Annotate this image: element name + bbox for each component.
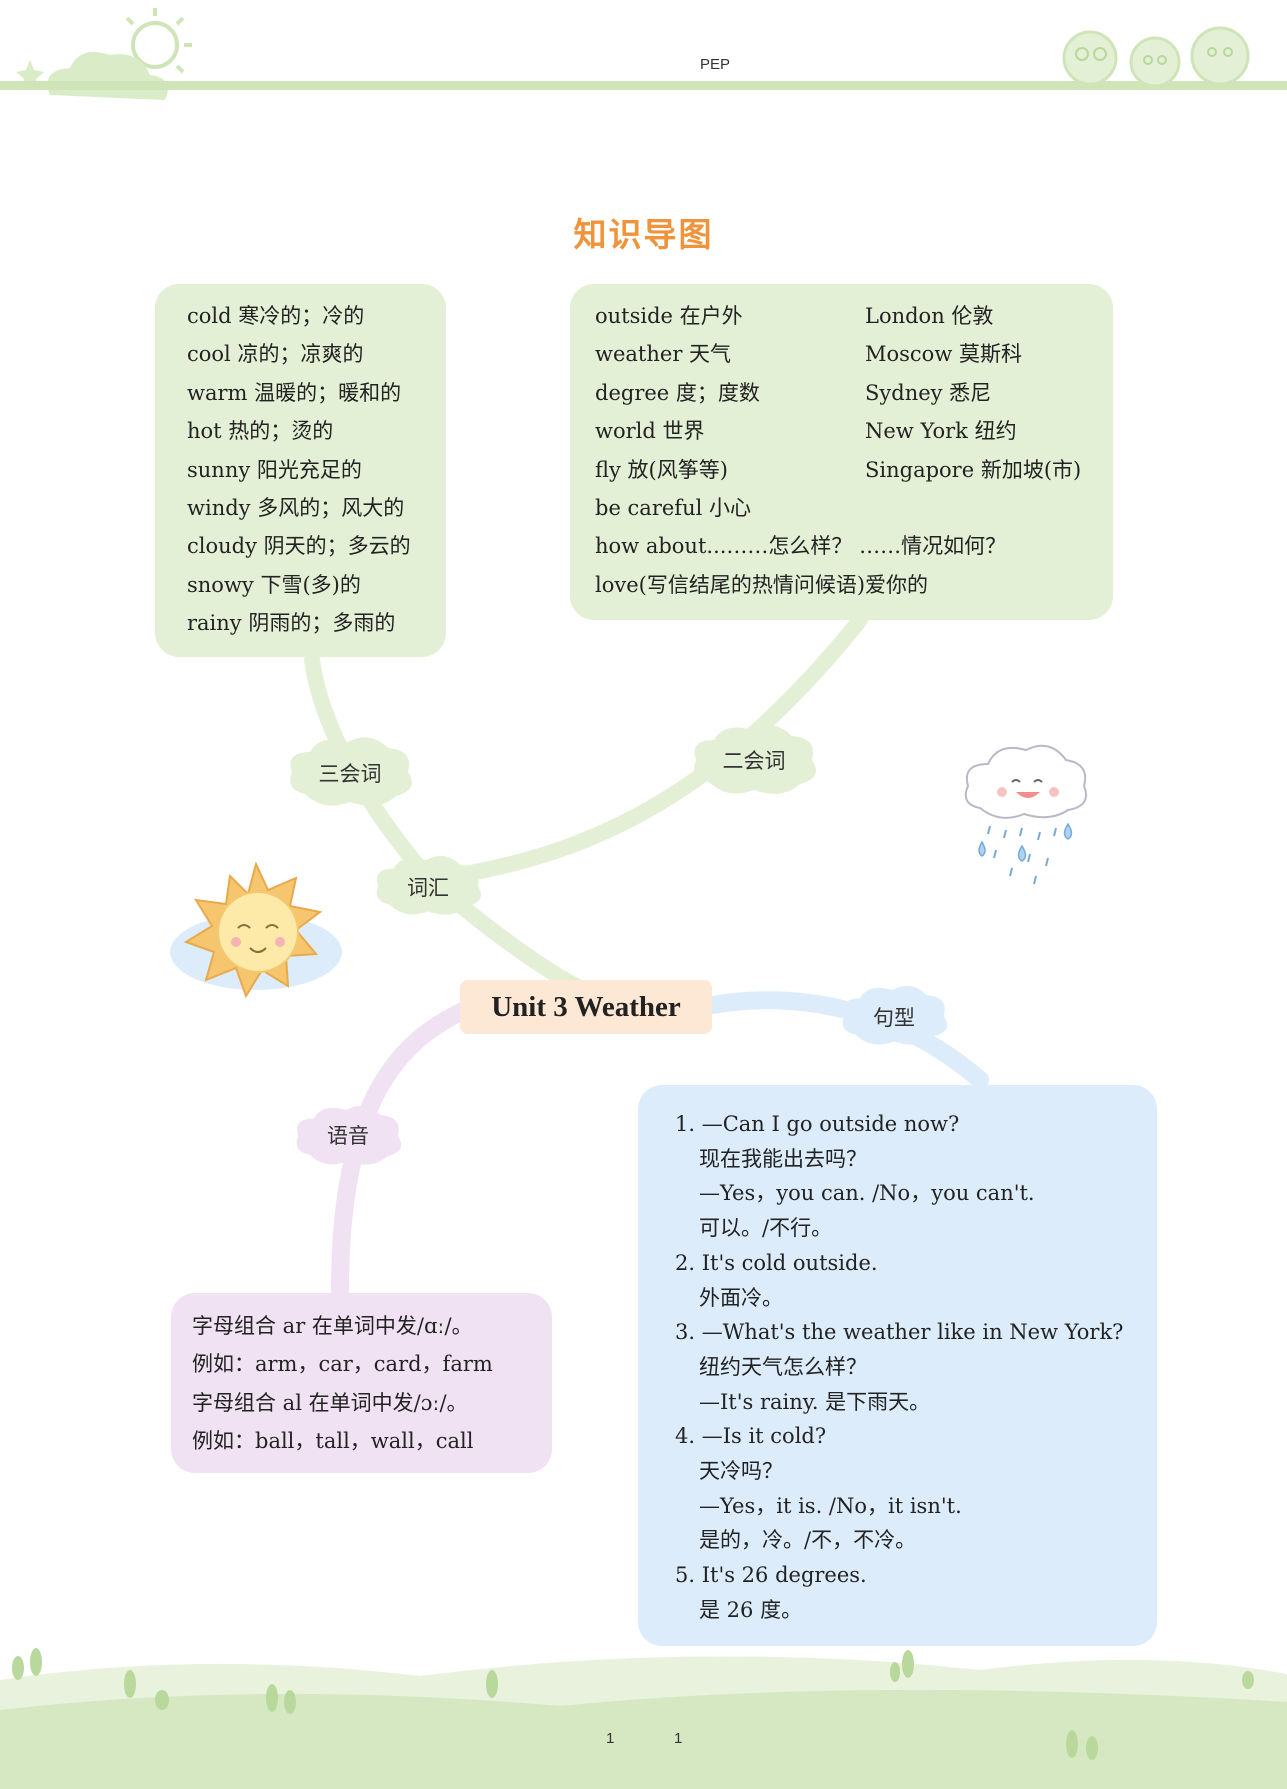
cloud-shape-three-skill bbox=[290, 737, 412, 806]
list-item: —Yes，you can. /No，you can't. bbox=[699, 1181, 1035, 1206]
list-item: be careful 小心 bbox=[595, 496, 751, 521]
list-item: weather 天气 bbox=[595, 342, 732, 367]
list-item: Moscow 莫斯科 bbox=[865, 342, 1022, 367]
branch-label-three-skill: 三会词 bbox=[318, 762, 382, 786]
list-item: sunny 阳光充足的 bbox=[187, 457, 362, 482]
list-item: —It's rainy. 是下雨天。 bbox=[699, 1389, 931, 1414]
list-item: 外面冷。 bbox=[699, 1285, 783, 1310]
two-skill-words-box: outside 在户外 weather 天气 degree 度；度数 world… bbox=[570, 284, 1113, 620]
list-item: love(写信结尾的热情问候语)爱你的 bbox=[595, 572, 929, 597]
list-item: 字母组合 al 在单词中发/ɔː/。 bbox=[192, 1390, 468, 1415]
header-band bbox=[0, 81, 1287, 90]
list-item: warm 温暖的；暖和的 bbox=[187, 380, 402, 405]
cloud-shape-phonics bbox=[296, 1105, 402, 1165]
list-item: cloudy 阴天的；多云的 bbox=[187, 534, 411, 559]
phonics-box: 字母组合 ar 在单词中发/ɑː/。 例如：arm，car，card，farm … bbox=[171, 1293, 552, 1473]
list-item: 天冷吗？ bbox=[699, 1459, 783, 1484]
list-item: rainy 阴雨的；多雨的 bbox=[187, 611, 396, 636]
branch-label-phonics: 语音 bbox=[327, 1124, 369, 1148]
list-item: 2. It's cold outside. bbox=[675, 1250, 878, 1275]
cloud-shape-vocab bbox=[376, 855, 482, 915]
list-item: Singapore 新加坡(市) bbox=[865, 457, 1082, 482]
cloud-shape-two-skill bbox=[694, 725, 816, 794]
list-item: 3. —What's the weather like in New York? bbox=[675, 1320, 1124, 1345]
grass-hills-decoration bbox=[0, 1648, 1287, 1789]
sentences-box: 1. —Can I go outside now? 现在我能出去吗？ —Yes，… bbox=[638, 1085, 1157, 1646]
list-item: 是的，冷。/不，不冷。 bbox=[699, 1528, 917, 1553]
branch-label-two-skill: 二会词 bbox=[722, 749, 786, 773]
list-item: world 世界 bbox=[595, 419, 705, 444]
list-item: 1. —Can I go outside now? bbox=[675, 1112, 960, 1136]
cloud-shape-sentences bbox=[842, 985, 948, 1045]
unit-title: Unit 3 Weather bbox=[460, 980, 712, 1034]
list-item: —Yes，it is. /No，it isn't. bbox=[699, 1493, 962, 1518]
list-item: 例如：arm，car，card，farm bbox=[192, 1352, 493, 1377]
branch-label-sentences: 句型 bbox=[873, 1006, 915, 1030]
list-item: 字母组合 ar 在单词中发/ɑː/。 bbox=[192, 1314, 473, 1338]
header-label: PEP bbox=[700, 56, 731, 73]
list-item: outside 在户外 bbox=[595, 304, 743, 328]
list-item: how about...……怎么样？ ……情况如何？ bbox=[595, 534, 1007, 559]
list-item: 例如：ball，tall，wall，call bbox=[192, 1429, 474, 1454]
page-number-right: 1 bbox=[674, 1730, 683, 1747]
sun-character-icon bbox=[170, 862, 342, 999]
list-item: cold 寒冷的；冷的 bbox=[187, 304, 365, 328]
list-item: London 伦敦 bbox=[865, 304, 994, 328]
list-item: hot 热的；烫的 bbox=[187, 419, 334, 444]
three-skill-words-box: cold 寒冷的；冷的 cool 凉的；凉爽的 warm 温暖的；暖和的 hot… bbox=[155, 284, 446, 657]
list-item: 是 26 度。 bbox=[699, 1597, 803, 1622]
page-number-left: 1 bbox=[606, 1730, 615, 1747]
rain-cloud-character-icon bbox=[964, 744, 1087, 885]
list-item: windy 多风的；风大的 bbox=[187, 496, 405, 521]
list-item: 4. —Is it cold? bbox=[675, 1424, 827, 1449]
list-item: 现在我能出去吗？ bbox=[699, 1146, 867, 1171]
list-item: 可以。/不行。 bbox=[699, 1216, 833, 1241]
animal-faces-decoration bbox=[1062, 26, 1250, 88]
list-item: 纽约天气怎么样？ bbox=[699, 1354, 867, 1379]
list-item: cool 凉的；凉爽的 bbox=[187, 342, 364, 367]
list-item: degree 度；度数 bbox=[595, 380, 760, 405]
page-title: 知识导图 bbox=[573, 215, 714, 254]
list-item: New York 纽约 bbox=[865, 419, 1017, 444]
branch-label-vocab: 词汇 bbox=[407, 876, 449, 900]
list-item: fly 放(风筝等) bbox=[595, 457, 728, 482]
list-item: snowy 下雪(多)的 bbox=[187, 572, 361, 597]
list-item: Sydney 悉尼 bbox=[865, 380, 992, 405]
list-item: 5. It's 26 degrees. bbox=[675, 1563, 867, 1588]
